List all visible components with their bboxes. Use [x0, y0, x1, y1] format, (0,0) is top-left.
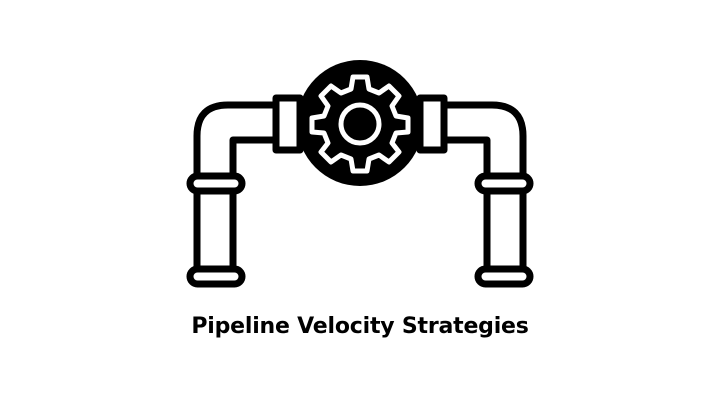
gear-icon [309, 74, 411, 174]
slide-title: Pipeline Velocity Strategies [191, 314, 529, 339]
pipeline-gear-illustration [186, 60, 534, 288]
right-upper-collar [474, 172, 534, 195]
left-lower-collar [186, 265, 246, 288]
left-upper-collar [186, 172, 246, 195]
pipeline-with-gear-icon [186, 60, 534, 288]
right-flange [416, 94, 448, 154]
right-lower-collar [474, 265, 534, 288]
left-flange [272, 94, 304, 154]
